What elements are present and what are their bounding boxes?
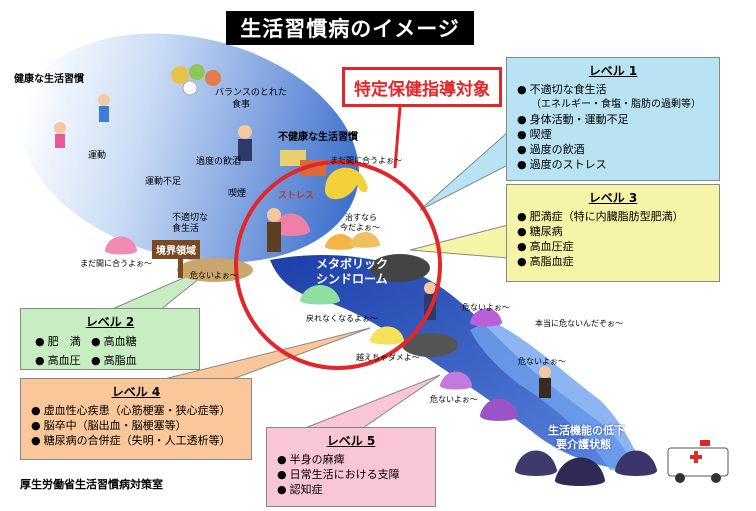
- target-label: 特定保健指導対象: [342, 67, 502, 107]
- blob-purple-2: [469, 308, 503, 327]
- rock-dark: [370, 254, 430, 282]
- level2-item: 肥 満: [35, 333, 91, 349]
- speech-abunai-1: 危ないよぉ～: [190, 271, 238, 280]
- label-metabolic-2: シンドローム: [316, 272, 388, 286]
- level4-item: 虚血性心疾患（心筋梗塞・狭心症等）: [31, 403, 251, 418]
- label-function-decline-2: 要介護状態: [556, 438, 611, 451]
- speech-madamani-2: まだ間に合うよぉ～: [80, 259, 152, 268]
- waterfall: [470, 320, 645, 470]
- blob-dark-3: [614, 450, 658, 476]
- blob-pink: [104, 236, 138, 255]
- level1-item: （エネルギー・食塩・脂肪の過剰等）: [531, 99, 701, 110]
- person-boundary: [267, 208, 281, 252]
- speech-abunai-2: 危ないよぉ～: [462, 303, 510, 312]
- boundary-sign-post: [178, 248, 183, 278]
- blob-purple: [439, 371, 473, 390]
- level2-box: レベル 2 肥 満 高血糖 高血圧 高脂血: [20, 308, 200, 370]
- level1-box: レベル 1 不適切な食生活 （エネルギー・食塩・脂肪の過剰等） 身体活動・運動不…: [506, 57, 720, 181]
- level3-item: 糖尿病: [517, 224, 719, 239]
- level4-title: レベル 4: [111, 385, 161, 399]
- blob-yellow-2: [369, 326, 405, 345]
- level3-item: 肥満症（特に内臓脂肪型肥満）: [517, 209, 719, 224]
- level1-item: 身体活動・運動不足: [517, 112, 719, 127]
- speech-hontouni: 本当に危ないんだぞぉ～: [535, 319, 623, 328]
- boundary-sign: 境界領域: [152, 240, 200, 259]
- level3-box: レベル 3 肥満症（特に内臓脂肪型肥満） 糖尿病 高血圧症 高脂血症: [506, 184, 720, 282]
- speech-abunai-3: 危ないよぉ～: [518, 357, 566, 366]
- level5-title: レベル 5: [326, 434, 376, 448]
- level5-item: 認知症: [277, 482, 435, 497]
- label-healthy-life: 健康な生活習慣: [14, 74, 84, 85]
- label-unhealthy-life: 不健康な生活習慣: [278, 132, 358, 143]
- label-smoking: 喫煙: [228, 189, 247, 199]
- level2-item: 高血圧: [35, 352, 91, 368]
- person-healthy-2: [98, 94, 110, 122]
- page-title: 生活習慣病のイメージ: [226, 11, 474, 45]
- label-improper-diet-1: 不適切な: [172, 213, 209, 223]
- target-circle: [234, 160, 442, 370]
- land-left: [177, 258, 253, 282]
- label-stress: ストレス: [278, 191, 315, 201]
- blob-orange: [324, 234, 356, 250]
- rock-mid: [402, 333, 458, 357]
- speech-modorenaku: 戻れなくなるよぉ～: [306, 314, 378, 323]
- label-improper-diet-2: 食生活: [172, 224, 200, 234]
- level1-item: 喫煙: [517, 127, 719, 142]
- lifestyle-oval: [21, 33, 359, 263]
- level5-item: 半身の麻痺: [277, 452, 435, 467]
- balanced-meal-icon: [171, 64, 221, 96]
- level3-pointer: [409, 224, 509, 259]
- target-connector: [393, 106, 402, 169]
- label-exercise: 運動: [88, 151, 107, 161]
- level5-item: 日常生活における支障: [277, 467, 435, 482]
- blob-green: [299, 285, 341, 305]
- label-balanced-diet-1: バランスのとれた: [215, 88, 287, 98]
- ambulance-icon: [667, 440, 729, 483]
- level1-title: レベル 1: [588, 64, 638, 78]
- speech-naosunara-1: 治すなら: [345, 213, 377, 222]
- blob-pink-2: [271, 213, 311, 236]
- blob-dark-2: [554, 457, 606, 486]
- level4-item: 糖尿病の合併症（失明・人工透析等）: [31, 433, 251, 448]
- speech-naosunara-2: 今だよぉ～: [340, 223, 380, 232]
- blob-yellow: [325, 167, 368, 200]
- label-metabolic-1: メタボリック: [316, 257, 389, 271]
- level4-item: 脳卒中（脳出血・脳梗塞等）: [31, 418, 251, 433]
- person-river-2: [539, 366, 551, 398]
- blob-orange-2: [349, 232, 381, 248]
- level3-title: レベル 3: [588, 191, 638, 205]
- label-excess-drinking: 過度の飲酒: [196, 157, 242, 167]
- blob-dark-1: [514, 450, 558, 476]
- level3-item: 高脂血症: [517, 254, 719, 269]
- footer-credit: 厚生労働省生活習慣病対策室: [20, 478, 163, 491]
- level2-item: 高脂血: [91, 352, 171, 368]
- level2-item: 高血糖: [91, 333, 171, 349]
- level1-pointer: [419, 130, 509, 211]
- blob-purple-3: [479, 398, 519, 421]
- level4-box: レベル 4 虚血性心疾患（心筋梗塞・狭心症等） 脳卒中（脳出血・脳梗塞等） 糖尿…: [20, 378, 252, 460]
- person-drinking: [238, 125, 252, 161]
- label-function-decline-1: 生活機能の低下: [548, 424, 625, 437]
- label-lack-of-exercise: 運動不足: [145, 177, 182, 187]
- level1-item: 不適切な食生活: [517, 82, 719, 97]
- speech-madamani-1: まだ間に合うよぉ～: [330, 156, 402, 165]
- level1-item: 過度の飲酒: [517, 142, 719, 157]
- person-healthy-1: [54, 122, 66, 148]
- level3-item: 高血圧症: [517, 239, 719, 254]
- river: [270, 255, 640, 470]
- level2-title: レベル 2: [85, 315, 135, 329]
- speech-abunai-4: 危ないよぉ～: [430, 395, 478, 404]
- level5-box: レベル 5 半身の麻痺 日常生活における支障 認知症: [266, 427, 436, 507]
- level1-item: 過度のストレス: [517, 157, 719, 172]
- label-balanced-diet-2: 食事: [232, 100, 251, 110]
- speech-koetenai: 越えちゃダメよ～: [356, 353, 420, 362]
- level5-pointer: [299, 374, 441, 431]
